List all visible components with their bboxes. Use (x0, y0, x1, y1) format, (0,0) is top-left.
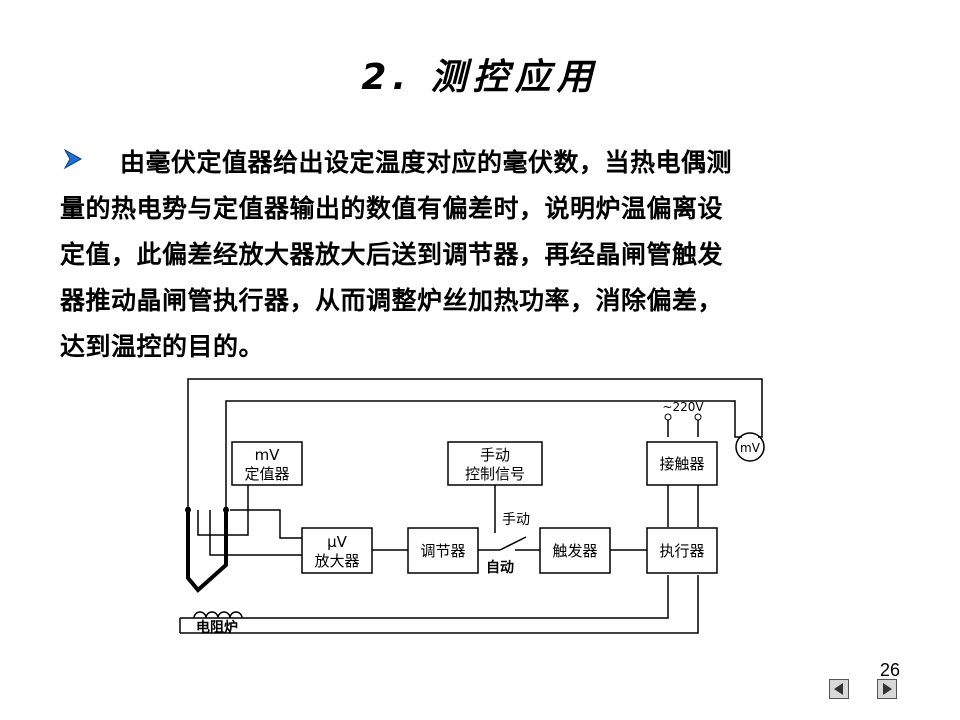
temperature-control-diagram: mV 定值器 μV 放大器 手动 控制信号 调节器 触发器 接触器 执行器 mV… (179, 378, 765, 636)
page-number: 26 (880, 660, 901, 680)
trigger-box (539, 527, 611, 574)
manual-control-box (447, 441, 543, 486)
mv-setter-box (231, 441, 303, 486)
regulator-box (407, 527, 479, 574)
mv-setter-label-2: 定值器 (244, 465, 289, 483)
amplifier-box (301, 527, 373, 574)
amplifier-label-2: 放大器 (314, 552, 359, 570)
furnace-label: 电阻炉 (196, 619, 238, 636)
paragraph-line: 由毫伏定值器给出设定温度对应的毫伏数，当热电偶测 (120, 148, 733, 177)
slide-title: 2. 测控应用 (361, 57, 599, 98)
mv-setter-label-1: mV (255, 446, 281, 464)
paragraph-line: 量的热电势与定值器输出的数值有偏差时，说明炉温偏离设 (60, 194, 724, 223)
contactor-box (646, 441, 718, 486)
paragraph-line: 器推动晶闸管执行器，从而调整炉丝加热功率，消除偏差， (60, 286, 724, 315)
body-paragraph: 由毫伏定值器给出设定温度对应的毫伏数，当热电偶测 量的热电势与定值器输出的数值有… (60, 140, 905, 370)
switch-auto-label: 自动 (486, 559, 514, 576)
next-slide-icon (883, 683, 892, 695)
prev-slide-icon (834, 683, 843, 695)
manual-control-label-1: 手动 (480, 446, 510, 464)
regulator-label: 调节器 (420, 542, 465, 560)
next-slide-button[interactable] (877, 679, 897, 699)
prev-slide-button[interactable] (829, 679, 849, 699)
manual-control-label-2: 控制信号 (465, 465, 525, 483)
trigger-label: 触发器 (552, 542, 597, 560)
amplifier-label-1: μV (327, 533, 348, 551)
paragraph-line: 定值，此偏差经放大器放大后送到调节器，再经晶闸管触发 (60, 240, 724, 269)
switch-manual-label: 手动 (502, 512, 530, 528)
actuator-box (646, 527, 718, 574)
contactor-label: 接触器 (659, 455, 704, 473)
supply-label: ~220V (662, 400, 704, 414)
arrow-bullet-icon (63, 148, 83, 170)
actuator-label: 执行器 (659, 542, 704, 560)
paragraph-line: 达到温控的目的。 (60, 332, 265, 361)
meter-label: mV (740, 441, 761, 455)
